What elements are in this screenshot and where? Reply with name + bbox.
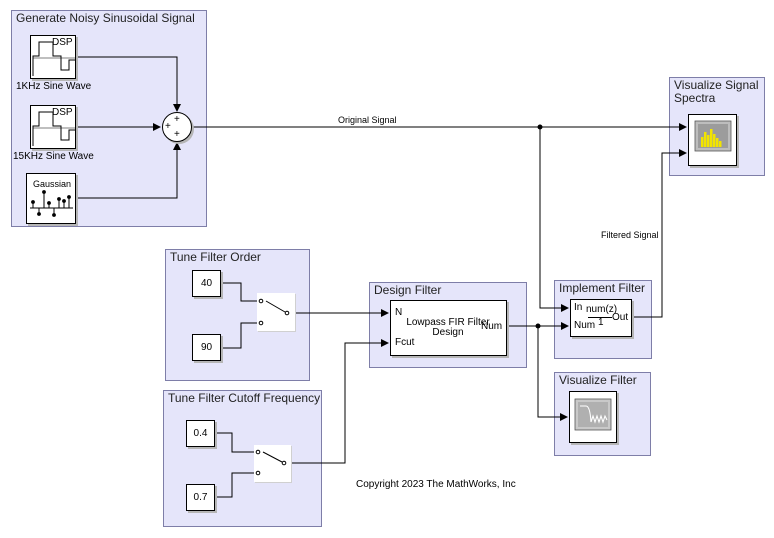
filter-response-icon [574,398,612,431]
sine-wave-icon [32,41,75,76]
cutoff-value-block[interactable]: 0.7 [186,484,215,511]
copyright-text: Copyright 2023 The MathWorks, Inc [356,479,516,490]
gaussian-noise-block[interactable]: Gaussian [26,173,76,224]
fraction-bar [588,317,612,318]
order-value-block[interactable]: 90 [192,334,221,361]
spectrum-analyzer-block[interactable] [688,114,737,166]
input-port-fcut: Fcut [395,337,415,348]
area-title: Generate Noisy Sinusoidal Signal [16,11,195,25]
area-title: Implement Filter [559,281,646,295]
random-noise-icon [30,190,73,217]
manual-switch[interactable] [257,293,295,331]
filter-visualizer-block[interactable] [569,391,617,443]
input-port-in: In [574,302,583,313]
dsp-tag: DSP [52,37,73,48]
area-title: Design Filter [374,283,442,297]
cutoff-value-block[interactable]: 0.4 [186,420,215,447]
sum-block[interactable]: + + + [162,112,192,142]
sine-wave-1khz-label: 1KHz Sine Wave [16,81,92,92]
area-title: Visualize Filter [559,373,637,387]
filtered-signal-label: Filtered Signal [601,230,659,240]
output-port-out: Out [612,312,629,323]
sine-wave-15khz-label: 15KHz Sine Wave [13,151,94,162]
sine-wave-15khz-block[interactable]: DSP [30,105,76,149]
dsp-tag: DSP [52,107,73,118]
manual-switch[interactable] [254,445,291,482]
sum-sign-top: + [174,114,180,125]
switch-icon [255,449,287,476]
output-port-num: Num [481,321,503,332]
lowpass-fir-design-block[interactable]: N Fcut Num Lowpass FIR Filter Design [390,300,507,356]
input-port-num: Num [574,320,596,331]
sum-sign-left: + [165,121,171,132]
area-title: Tune Filter Order [170,250,261,264]
switch-icon [258,298,290,326]
sine-wave-1khz-block[interactable]: DSP [30,35,76,79]
sum-sign-bottom: + [174,129,180,140]
sine-wave-icon [32,111,75,146]
order-value-block[interactable]: 40 [192,270,221,297]
tf-numerator: num(z) [586,304,618,315]
tf-denominator: 1 [598,317,604,328]
gaussian-tag: Gaussian [33,179,72,189]
area-title: Visualize Signal Spectra [674,78,759,105]
spectrum-analyzer-icon [694,120,732,152]
area-title: Tune Filter Cutoff Frequency [168,391,321,405]
input-port-n: N [395,307,403,318]
fir-design-title: Lowpass FIR Filter Design [406,317,490,338]
discrete-filter-block[interactable]: In Num num(z) 1 Out [570,299,632,337]
original-signal-label: Original Signal [338,115,397,125]
